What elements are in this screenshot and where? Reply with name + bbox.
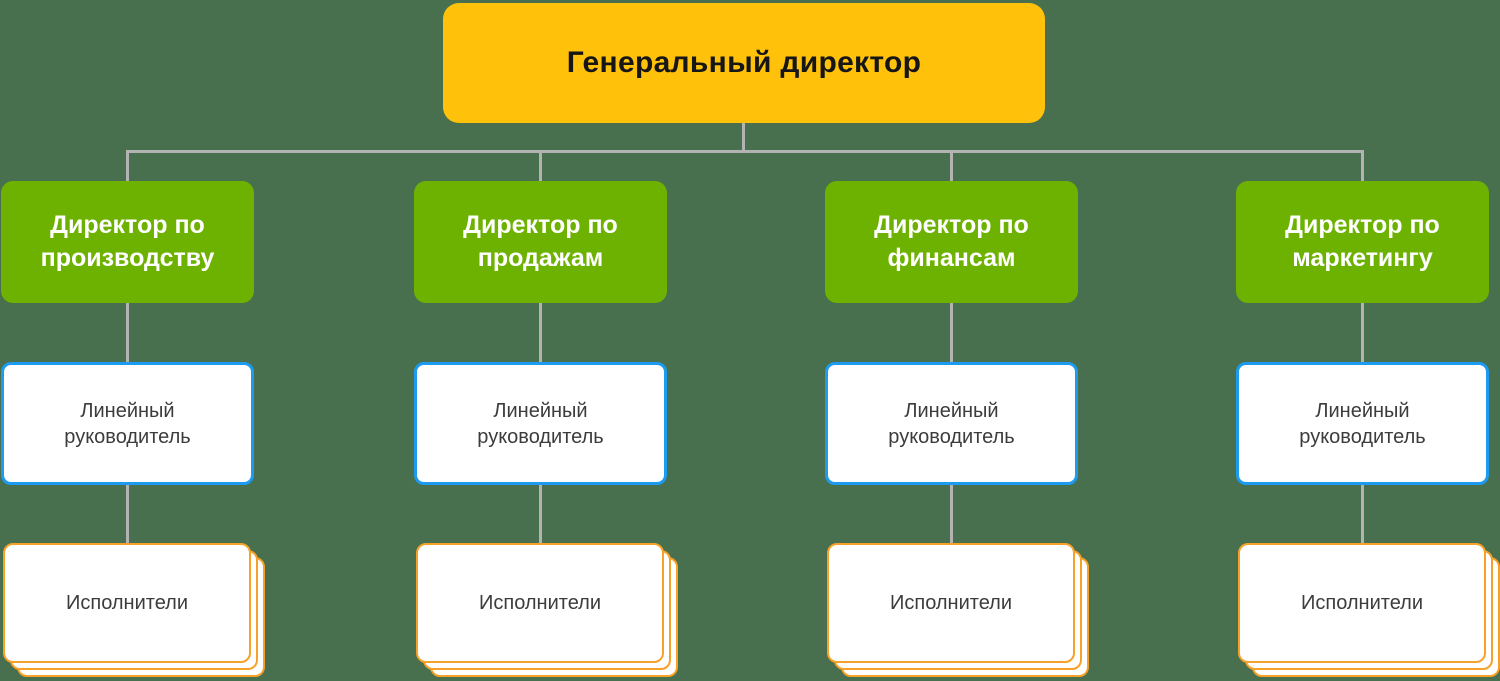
connector-drop — [539, 151, 542, 182]
connector-drop — [950, 151, 953, 182]
node-executors: Исполнители — [3, 543, 251, 663]
node-executors-stack: Исполнители — [3, 543, 265, 677]
node-director: Директор по финансам — [825, 181, 1078, 303]
node-executors: Исполнители — [416, 543, 664, 663]
connector-drop — [1361, 151, 1364, 182]
connector-bus — [126, 150, 1364, 153]
connector-manager-executors — [1361, 484, 1364, 544]
connector-director-manager — [126, 303, 129, 363]
node-director: Директор по продажам — [414, 181, 667, 303]
node-executors-stack: Исполнители — [416, 543, 678, 677]
node-line-manager: Линейный руководитель — [1, 362, 254, 485]
node-line-manager: Линейный руководитель — [825, 362, 1078, 485]
node-executors-stack: Исполнители — [827, 543, 1089, 677]
node-line-manager: Линейный руководитель — [1236, 362, 1489, 485]
node-general-director: Генеральный директор — [443, 3, 1045, 123]
node-executors: Исполнители — [827, 543, 1075, 663]
connector-director-manager — [1361, 303, 1364, 363]
connector-drop — [126, 151, 129, 182]
connector-root-stub — [742, 123, 745, 152]
connector-director-manager — [539, 303, 542, 363]
node-executors: Исполнители — [1238, 543, 1486, 663]
connector-manager-executors — [950, 484, 953, 544]
connector-manager-executors — [126, 484, 129, 544]
connector-manager-executors — [539, 484, 542, 544]
connector-director-manager — [950, 303, 953, 363]
node-executors-stack: Исполнители — [1238, 543, 1500, 677]
node-director: Директор по маркетингу — [1236, 181, 1489, 303]
node-line-manager: Линейный руководитель — [414, 362, 667, 485]
node-director: Директор по производству — [1, 181, 254, 303]
